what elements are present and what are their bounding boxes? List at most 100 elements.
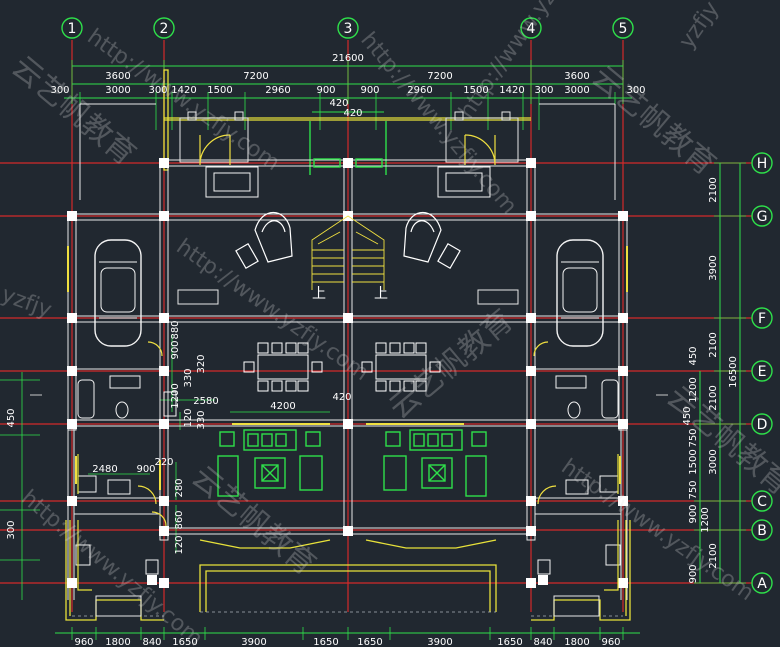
dim-row3-9: 2960 [407, 85, 432, 96]
dim-total: 21600 [332, 53, 364, 64]
stair-label-right: 上 [374, 286, 388, 302]
dim-320: 320 [196, 354, 207, 373]
columns [67, 158, 628, 588]
dim-right-c2-6: 750 [688, 480, 699, 499]
dim-center-1: 420 [329, 98, 348, 109]
dim-120-b: 120 [174, 535, 185, 554]
dim-bottom-6: 1650 [313, 637, 338, 647]
watermark-short-1: yzfjy [674, 0, 724, 53]
dim-1200: 1200 [170, 383, 181, 408]
staircase [311, 215, 385, 290]
dim-right-3: 2100 [708, 332, 719, 357]
grid-bubble-g [751, 205, 773, 227]
dim-420: 420 [332, 392, 351, 403]
grid-labels: 1 2 3 4 5 H G F E D C B A [68, 21, 768, 592]
grid-label-2: 2 [160, 21, 169, 37]
dim-top-2: 7200 [243, 71, 268, 82]
dim-900: 900 [170, 340, 181, 359]
watermark-url-6: http://www.yzfjy.com [16, 485, 207, 647]
grid-label-e: E [758, 364, 767, 380]
dim-860: 860 [174, 510, 185, 529]
dim-120-a: 120 [183, 408, 194, 427]
dim-top-4: 3600 [564, 71, 589, 82]
dim-right-5: 3000 [708, 449, 719, 474]
watermark-cn-2: 云艺帆教育 [585, 59, 722, 182]
car-left-icon [94, 239, 142, 347]
dim-bottom-5: 3900 [241, 637, 266, 647]
grid-bubble-e [751, 360, 773, 382]
watermark-url-4: http://www.yzfjy.com [454, 0, 606, 123]
dim-row3-5: 1500 [207, 85, 232, 96]
grid-bubbles [61, 17, 773, 594]
dim-bottom-7: 1650 [357, 637, 382, 647]
dim-bottom-11: 1800 [564, 637, 589, 647]
dim-row3-13: 3000 [564, 85, 589, 96]
grid-label-h: H [757, 156, 768, 172]
dim-right-c2-9: 900 [688, 564, 699, 583]
grid-label-f: F [758, 311, 766, 327]
dim-right-c2-3: 450 [682, 406, 693, 425]
dim-row3-12: 300 [534, 85, 553, 96]
entry-mats [205, 166, 491, 198]
dim-bottom-1: 960 [74, 637, 93, 647]
dim-row3-1: 300 [50, 85, 69, 96]
grid-label-5: 5 [619, 21, 628, 37]
dining-table-right-icon [361, 342, 441, 392]
sofa-set-left-icon [217, 429, 323, 497]
dim-bottom-4: 1650 [172, 637, 197, 647]
hidden-lines [72, 611, 623, 617]
grid-bubble-f [751, 307, 773, 329]
dim-right-total: 16500 [728, 356, 739, 388]
dim-330-b: 330 [196, 410, 207, 429]
dim-bottom-10: 840 [533, 637, 552, 647]
dim-row3-7: 900 [316, 85, 335, 96]
grid-label-g: G [757, 209, 768, 225]
dim-right-c2-8: 1200 [700, 507, 711, 532]
dim-top-1: 3600 [105, 71, 130, 82]
watermark-short-2: yzfjy [0, 282, 55, 323]
watermark-cn-4: 云艺帆教育 [185, 459, 322, 582]
dim-row3-3: 300 [148, 85, 167, 96]
dining-table-left-icon [243, 342, 323, 392]
sofa-set-right-icon [383, 429, 487, 497]
dim-bottom-12: 960 [601, 637, 620, 647]
grid-bubble-d [751, 413, 773, 435]
dim-330: 330 [183, 368, 194, 387]
stair-label-left: 上 [312, 286, 326, 302]
dim-row3-8: 900 [360, 85, 379, 96]
watermark-cn-3: 云艺帆教育 [383, 303, 520, 426]
dim-row3-10: 1500 [463, 85, 488, 96]
dim-right-c2-7: 900 [688, 504, 699, 523]
dim-880: 880 [170, 320, 181, 339]
dim-220: 220 [154, 457, 173, 468]
dim-row3-14: 300 [626, 85, 645, 96]
piano-right-icon [403, 212, 461, 269]
dim-280: 280 [174, 478, 185, 497]
dim-bottom-8: 3900 [427, 637, 452, 647]
grid-label-d: D [757, 417, 768, 433]
dim-right-c2-4: 750 [688, 428, 699, 447]
dim-bottom-2: 1800 [105, 637, 130, 647]
dim-900-b: 900 [136, 464, 155, 475]
grid-label-c: C [757, 494, 767, 510]
grid-bubble-b [751, 519, 773, 541]
grid-bubble-a [751, 572, 773, 594]
dim-right-c2-2: 1200 [688, 377, 699, 402]
car-right-icon [556, 239, 604, 347]
dim-right-c2-1: 450 [688, 346, 699, 365]
doors-windows [67, 134, 628, 527]
grid-bubble-3 [337, 17, 359, 39]
piano-left-icon [235, 212, 293, 269]
grid-bubble-c [751, 490, 773, 512]
dim-2580: 2580 [193, 396, 218, 407]
dim-4200: 4200 [270, 401, 295, 412]
dim-bottom-9: 1650 [497, 637, 522, 647]
grid-label-3: 3 [344, 21, 353, 37]
dim-left-300: 300 [6, 520, 17, 539]
counters [77, 454, 619, 591]
dim-row3-4: 1420 [171, 85, 196, 96]
dim-right-1: 2100 [708, 177, 719, 202]
grid-label-a: A [757, 576, 767, 592]
